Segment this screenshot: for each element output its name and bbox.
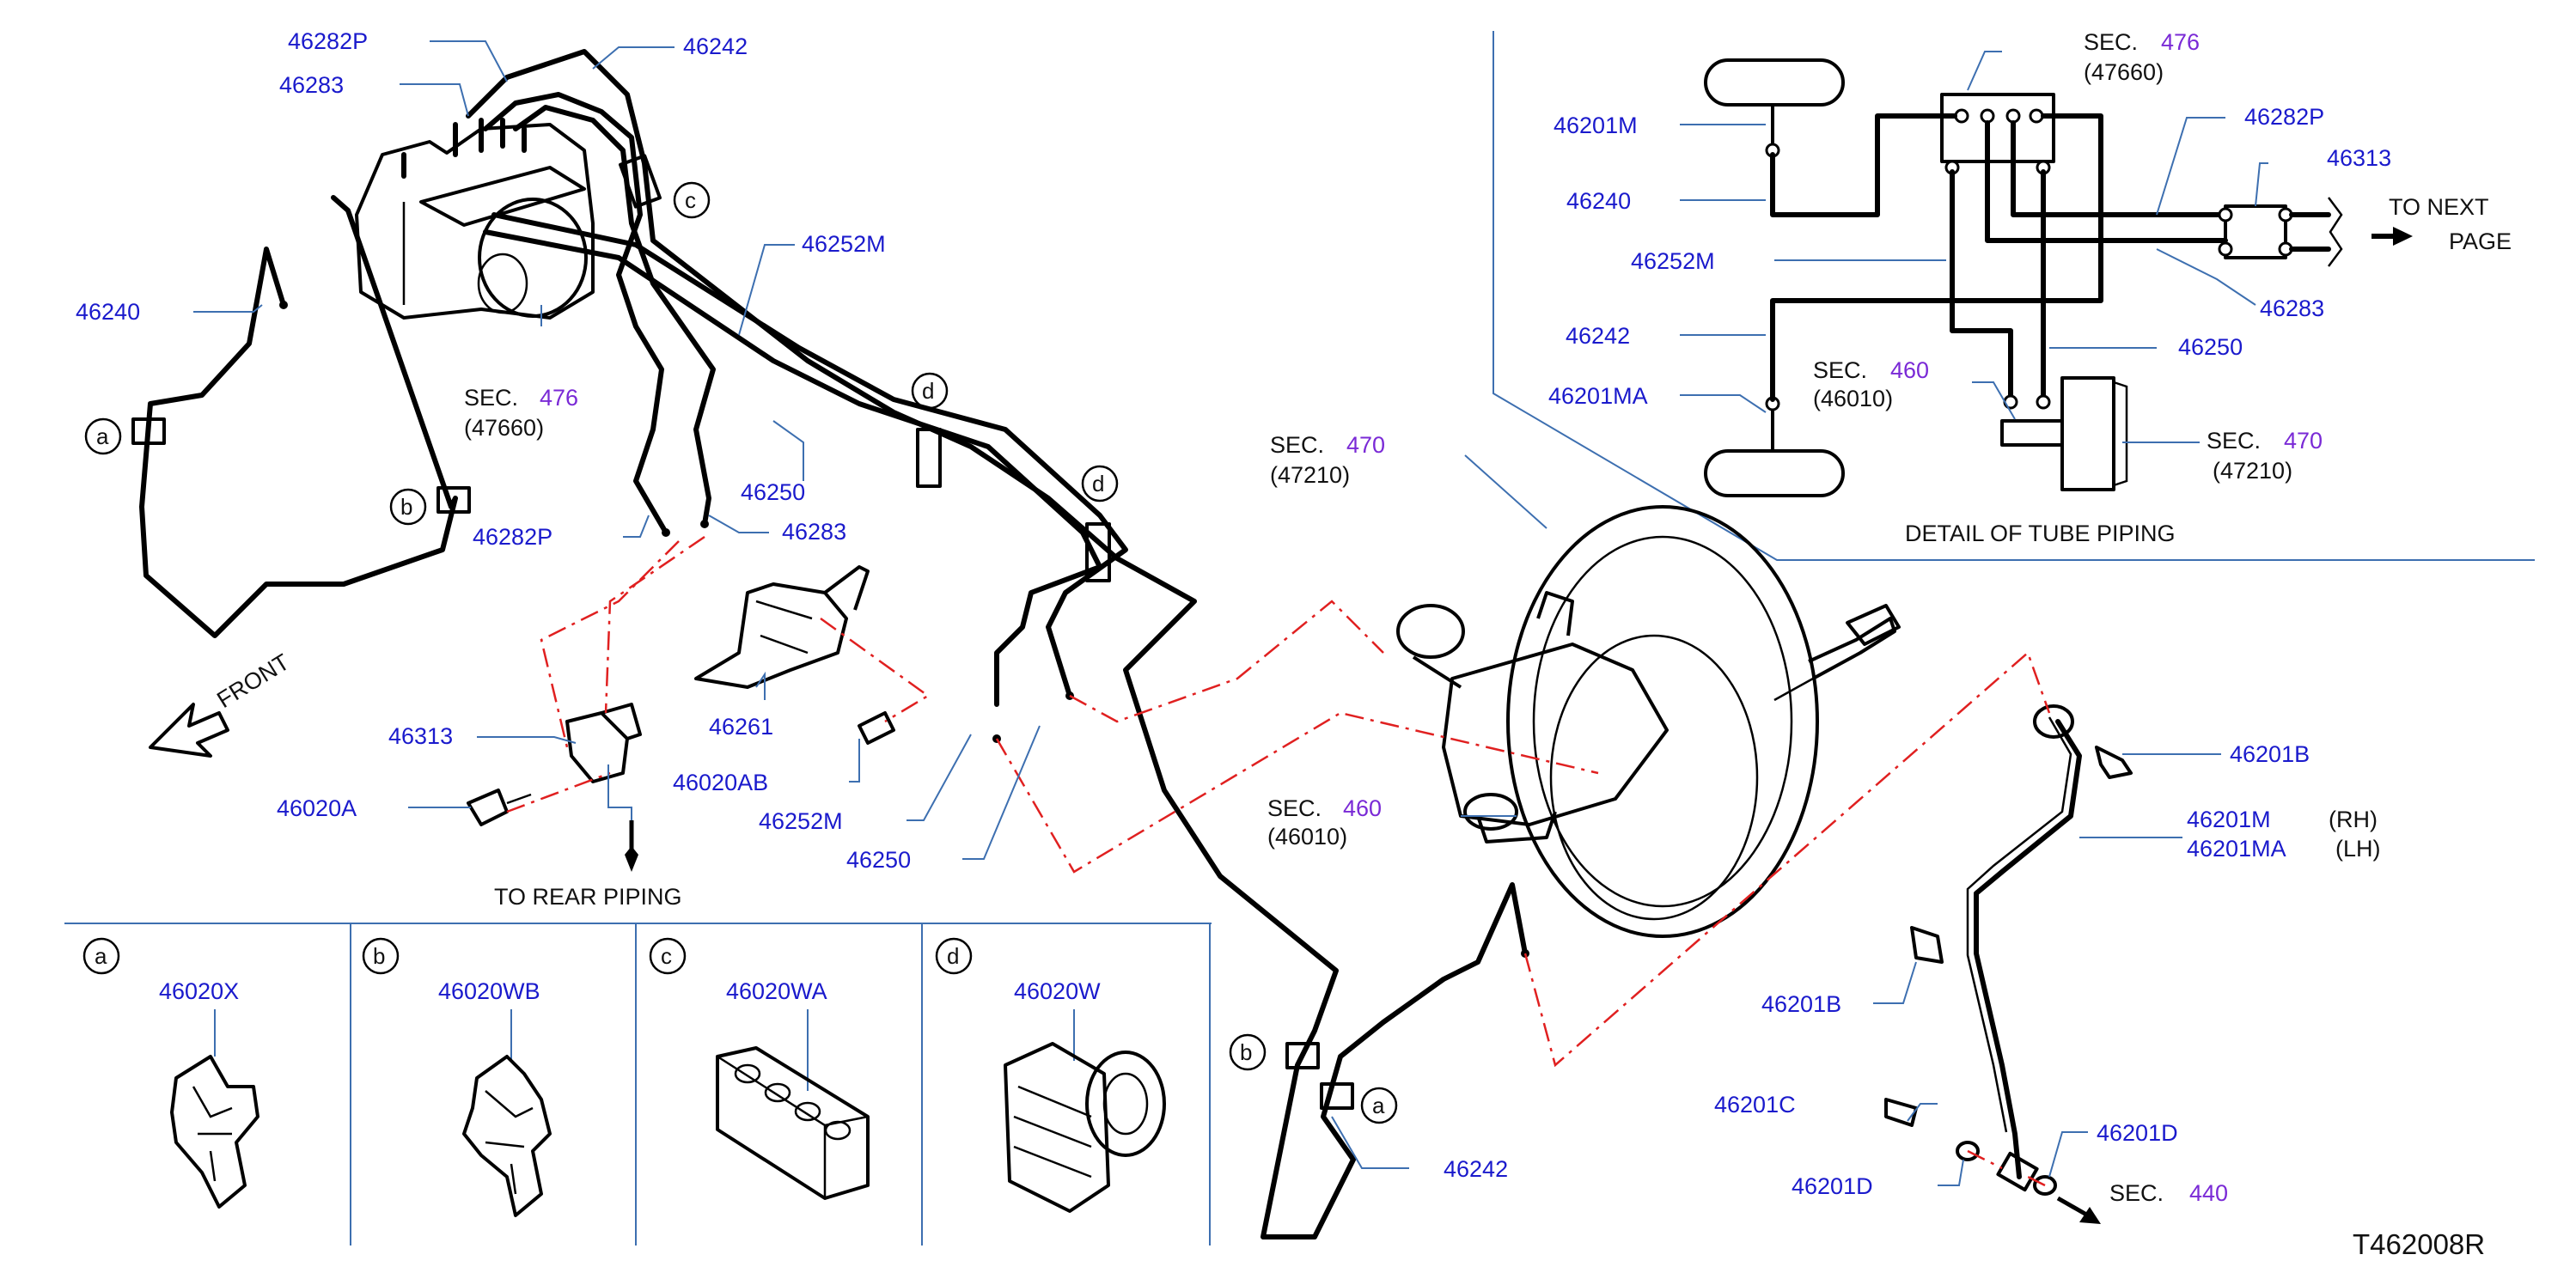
detail-sec476-sub: (47660)	[2084, 59, 2164, 85]
marker-a-1: a	[96, 423, 109, 449]
detail-label-46242: 46242	[1566, 323, 1630, 349]
label-46020A: 46020A	[277, 795, 357, 821]
detail-label-46282P: 46282P	[2244, 104, 2324, 130]
label-46313: 46313	[388, 723, 453, 749]
marker-b-1: b	[400, 494, 412, 520]
sec476-num: 476	[540, 385, 578, 411]
detail-label-46201M: 46201M	[1554, 113, 1638, 138]
detail-sec476-word: SEC.	[2084, 29, 2138, 55]
label-46020AB: 46020AB	[673, 770, 768, 795]
flex-hose	[1884, 704, 2133, 1196]
marker-b-2: b	[1240, 1039, 1252, 1065]
sec440-num: 440	[2189, 1180, 2228, 1206]
label-46242-bottom: 46242	[1444, 1156, 1508, 1182]
detail-to-next: TO NEXT	[2389, 194, 2489, 220]
sec460-sub: (46010)	[1267, 824, 1347, 850]
label-46283-lower: 46283	[782, 519, 846, 545]
phantom-lines	[506, 535, 2051, 1187]
marker-d-2: d	[1092, 471, 1104, 496]
abs-actuator	[355, 123, 595, 320]
label-46261: 46261	[709, 714, 773, 740]
marker-d-1: d	[922, 378, 934, 404]
label-46201B-top: 46201B	[2230, 741, 2310, 767]
detail-label-46250: 46250	[2178, 334, 2243, 360]
clip-panel-d: d 46020W	[935, 937, 1166, 1213]
detail-label-46313: 46313	[2327, 145, 2391, 171]
clip-panel-frames	[64, 923, 1212, 1246]
label-46282P-top: 46282P	[288, 28, 368, 54]
sec470-word: SEC.	[1270, 432, 1324, 458]
clip-markers: a b c d d b a	[84, 181, 1398, 1124]
detail-sec470-word: SEC.	[2207, 428, 2261, 454]
panel-letter-c: c	[661, 943, 672, 969]
tube-clamps	[131, 154, 1354, 1110]
sec470-num: 470	[1346, 432, 1385, 458]
sec440-arrow	[2056, 1196, 2101, 1224]
label-46242-top: 46242	[683, 33, 748, 59]
detail-label-46240: 46240	[1566, 188, 1631, 214]
diagram-id: T462008R	[2353, 1228, 2485, 1260]
panel-part-46020W: 46020W	[1014, 978, 1101, 1004]
sec460-num: 460	[1343, 795, 1382, 821]
front-label: FRONT	[212, 649, 294, 713]
detail-label-46283: 46283	[2260, 295, 2324, 321]
label-46250-top: 46250	[741, 479, 805, 505]
detail-sec460-sub: (46010)	[1813, 386, 1893, 411]
detail-sec460-num: 460	[1890, 357, 1929, 383]
label-46201C: 46201C	[1714, 1092, 1796, 1118]
marker-a-2: a	[1372, 1093, 1385, 1118]
label-46252M-lower: 46252M	[759, 808, 843, 834]
label-rh: (RH)	[2329, 807, 2378, 832]
brake-booster	[1506, 505, 1901, 938]
label-46201M: 46201M	[2187, 807, 2271, 832]
panel-letter-a: a	[95, 943, 107, 969]
detail-title: DETAIL OF TUBE PIPING	[1905, 521, 2176, 546]
detail-label-46201MA: 46201MA	[1548, 383, 1648, 409]
label-46252M-top: 46252M	[802, 231, 886, 257]
detail-tube-piping: 46201M 46240 46252M 46242 46201MA 46282P…	[1548, 29, 2512, 546]
detail-sec460-word: SEC.	[1813, 357, 1867, 383]
detail-frame	[1492, 31, 2535, 561]
label-46282P-lower: 46282P	[473, 524, 552, 550]
sec440-word: SEC.	[2109, 1180, 2164, 1206]
label-46201D-right: 46201D	[2097, 1120, 2178, 1146]
sec460-word: SEC.	[1267, 795, 1322, 821]
label-lh: (LH)	[2335, 836, 2381, 862]
label-46240: 46240	[76, 299, 140, 325]
sec476-sub: (47660)	[464, 415, 544, 441]
clip-panel-c: c 46020WA	[649, 937, 870, 1200]
front-arrow: FRONT	[149, 649, 294, 758]
panel-letter-b: b	[373, 943, 385, 969]
sec470-sub: (47210)	[1270, 462, 1350, 488]
panel-part-46020WB: 46020WB	[438, 978, 540, 1004]
detail-sec470-sub: (47210)	[2213, 458, 2292, 484]
to-rear-piping: TO REAR PIPING	[494, 764, 682, 910]
part-labels: 46282P 46242 46283 46240 46252M 46250 46…	[76, 28, 2381, 1199]
detail-sec476-num: 476	[2161, 29, 2200, 55]
clip-panel-a: a 46020X	[82, 937, 259, 1209]
detail-page: PAGE	[2449, 228, 2512, 254]
to-rear-piping-label: TO REAR PIPING	[494, 884, 682, 910]
panel-part-46020WA: 46020WA	[726, 978, 827, 1004]
panel-part-46020X: 46020X	[159, 978, 239, 1004]
detail-label-46252M: 46252M	[1631, 248, 1715, 274]
label-46201MA: 46201MA	[2187, 836, 2286, 862]
panel-letter-d: d	[947, 943, 959, 969]
label-46201D-lower: 46201D	[1792, 1173, 1873, 1199]
marker-c-1: c	[685, 187, 696, 213]
sec476-word: SEC.	[464, 385, 518, 411]
label-46250-lower: 46250	[846, 847, 911, 873]
master-cylinder	[1396, 591, 1669, 844]
label-46283-top: 46283	[279, 72, 344, 98]
label-46201B-lower: 46201B	[1761, 991, 1841, 1017]
detail-sec470-num: 470	[2284, 428, 2323, 454]
leader-lines	[193, 40, 2221, 1186]
section-labels: SEC. 476 (47660) SEC. 470 (47210) SEC. 4…	[464, 385, 2228, 1206]
clip-panel-b: b 46020WB	[362, 937, 552, 1217]
